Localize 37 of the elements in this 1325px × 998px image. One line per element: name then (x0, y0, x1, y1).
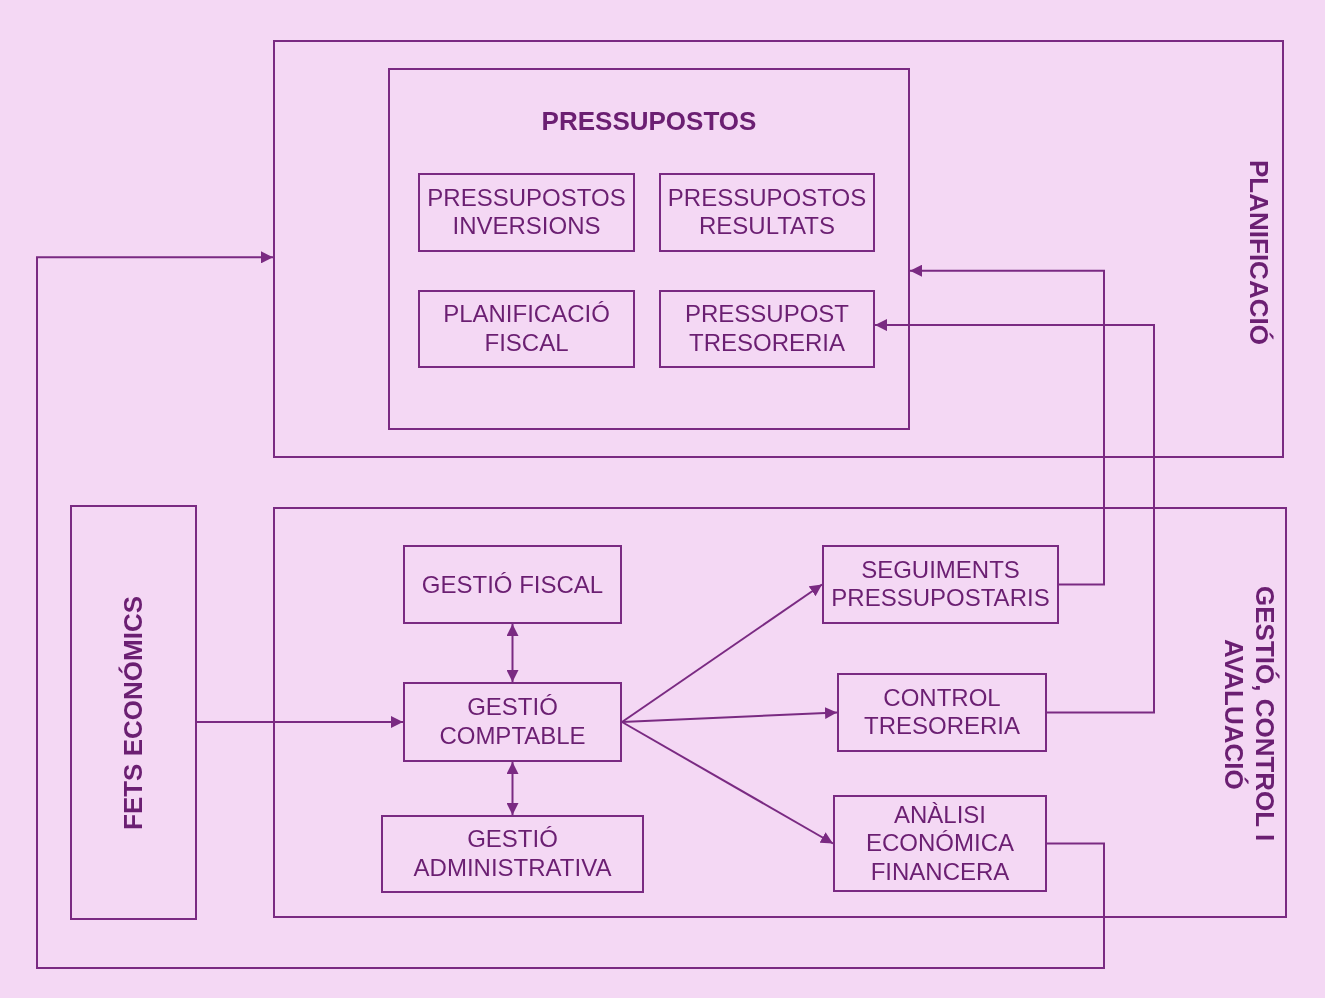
box-label: CONTROL TRESORERIA (863, 683, 1021, 742)
arrow (196, 716, 404, 728)
arrow (909, 264, 1105, 586)
input-label: FETS ECONÓMICS (116, 594, 149, 832)
region-heading: GESTIÓ, CONTROL I AVALUACIÓ (1217, 585, 1280, 844)
box-label: SEGUIMENTS PRESSUPOSTARIS (830, 555, 1051, 614)
process-box (837, 673, 1047, 752)
arrow (621, 583, 823, 723)
process-box (659, 173, 875, 252)
box-label: GESTIÓ ADMINISTRATIVA (412, 825, 613, 883)
process-box (381, 815, 644, 893)
planning-region (273, 40, 1284, 458)
process-box (418, 290, 635, 368)
process-box (403, 682, 622, 762)
input-box (70, 505, 197, 920)
group-box (388, 68, 910, 430)
management-region (273, 507, 1287, 918)
arrow (506, 623, 519, 683)
arrow (621, 707, 838, 723)
arrow (36, 251, 1105, 969)
box-label: PRESSUPOSTOS INVERSIONS (426, 183, 627, 242)
group-heading: PRESSUPOSTOS (540, 106, 758, 138)
process-box (418, 173, 635, 252)
box-label: ANÀLISI ECONÓMICA FINANCERA (865, 800, 1015, 887)
box-label: PRESSUPOSTOS RESULTATS (666, 183, 868, 242)
box-label: PRESSUPOST TRESORERIA (683, 300, 850, 358)
region-heading: PLANIFICACIÓ (1243, 158, 1274, 347)
arrow (621, 721, 834, 845)
box-label: PLANIFICACIÓ FISCAL (442, 300, 611, 358)
process-box (822, 545, 1059, 624)
box-label: GESTIÓ FISCAL (420, 570, 605, 599)
process-box (659, 290, 875, 368)
arrow (874, 319, 1155, 714)
process-box (403, 545, 622, 624)
arrow (506, 761, 519, 816)
process-box (833, 795, 1047, 892)
box-label: GESTIÓ COMPTABLE (438, 693, 587, 751)
